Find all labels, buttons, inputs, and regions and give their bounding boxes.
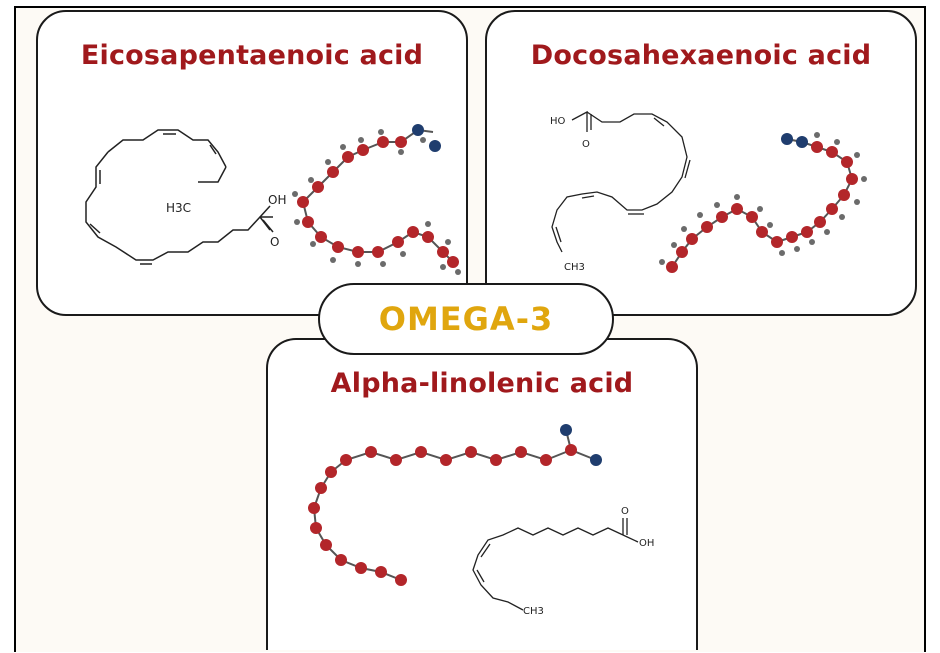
panel-alpha-linolenic-acid: Alpha-linolenic acid O OH CH3: [266, 338, 698, 650]
dha-ball-stick-model: [659, 132, 867, 273]
panel-title-epa: Eicosapentaenoic acid: [80, 40, 424, 71]
dha-skeletal-formula: HO O CH3: [550, 110, 691, 273]
ala-formula-o: O: [621, 506, 629, 517]
omega-3-label: OMEGA-3: [378, 300, 554, 338]
ala-formula-ch3: CH3: [523, 606, 544, 617]
epa-formula-o: O: [270, 235, 279, 249]
dha-formula-o: O: [582, 139, 590, 150]
panel-eicosapentaenoic-acid: Eicosapentaenoic acid H3C OH O: [36, 10, 468, 316]
ala-ball-stick-model: [308, 424, 602, 586]
epa-skeletal-formula: H3C OH O: [85, 129, 286, 265]
epa-formula-oh: OH: [268, 193, 286, 207]
panel-title-ala: Alpha-linolenic acid: [330, 368, 634, 399]
panel-title-dha: Docosahexaenoic acid: [530, 40, 872, 71]
ala-formula-oh: OH: [639, 538, 654, 549]
ala-skeletal-formula: O OH CH3: [472, 506, 654, 617]
dha-formula-ch3: CH3: [564, 262, 585, 273]
omega-3-badge: OMEGA-3: [318, 283, 614, 355]
panel-docosahexaenoic-acid: Docosahexaenoic acid HO O CH3: [485, 10, 917, 316]
epa-ball-stick-model: [292, 124, 461, 275]
epa-formula-h3c: H3C: [166, 201, 191, 215]
dha-formula-ho: HO: [550, 116, 566, 127]
